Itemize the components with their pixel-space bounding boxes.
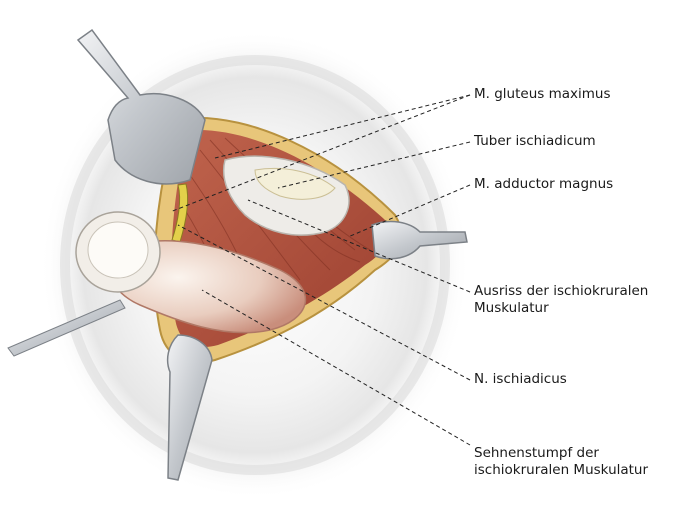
leader-gluteus-2 (169, 94, 471, 213)
upper-retractor (76, 28, 206, 185)
drape-ring (60, 55, 450, 475)
lower-retractor (166, 334, 213, 481)
leader-ischiadicus (177, 224, 471, 381)
label-sehnenstumpf-line1: Sehnenstumpf der (474, 445, 599, 461)
label-n-ischiadicus: N. ischiadicus (474, 371, 567, 387)
tuber-bone (254, 167, 336, 200)
leader-lines (169, 94, 471, 446)
label-gluteus-maximus: M. gluteus maximus (474, 86, 611, 102)
label-ausriss-line1: Ausriss der ischiokruralen (474, 283, 649, 299)
right-retractor (371, 220, 468, 260)
label-tuber-ischiadicum: Tuber ischiadicum (474, 133, 596, 149)
label-ausriss-line2: Muskulatur (474, 300, 549, 316)
tendon-stump-face (87, 221, 149, 279)
leader-adductor (347, 184, 471, 238)
leader-gluteus-1 (214, 94, 471, 159)
label-adductor-magnus: M. adductor magnus (474, 176, 614, 192)
leader-sehnen (201, 289, 471, 446)
label-sehnenstumpf-line2: ischiokruralen Muskulatur (474, 462, 649, 478)
leader-ausriss (247, 199, 471, 293)
leader-tuber (277, 141, 471, 189)
forceps (7, 299, 126, 357)
